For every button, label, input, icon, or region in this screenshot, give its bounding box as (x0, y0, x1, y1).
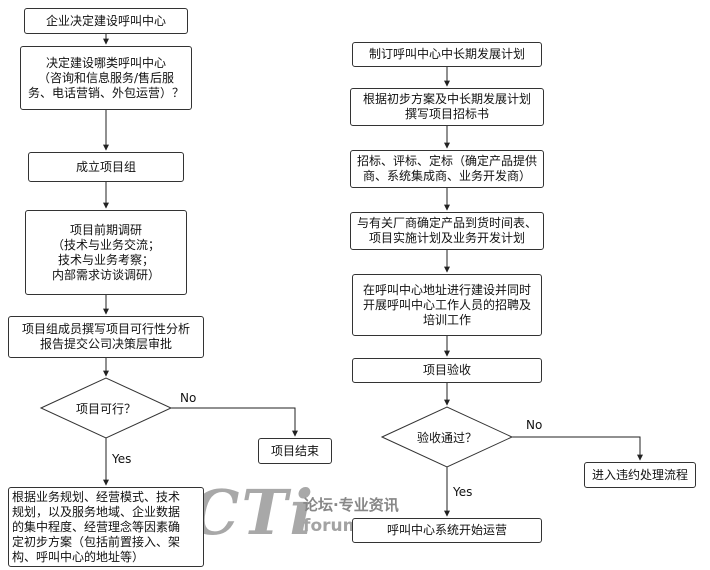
node-choose-call-center-type: 决定建设哪类呼叫中心 （咨询和信息服务/售后服 务、电话营销、外包运营）？ (20, 46, 192, 110)
node-longterm-plan: 制订呼叫中心中长期发展计划 (352, 42, 542, 67)
node-bid-document-label: 根据初步方案及中长期发展计划 撰写项目招标书 (362, 92, 531, 121)
node-feasibility-report: 项目组成员撰写项目可行性分析 报告提交公司决策层审批 (8, 316, 204, 358)
node-operation-start-label: 呼叫中心系统开始运营 (386, 523, 507, 537)
arrow-decision2-no (512, 436, 643, 461)
node-form-project-team: 成立项目组 (28, 152, 184, 182)
edge-label-no-feasible: No (180, 391, 197, 405)
node-form-project-team-label: 成立项目组 (75, 159, 136, 174)
node-preliminary-plan-label: 根据业务规划、经营模式、技术 规划，以及服务地域、企业数据 的集中程度、经营理念… (12, 489, 181, 564)
decision-acceptance-passed-shape (380, 406, 514, 468)
node-project-end-label: 项目结束 (270, 443, 319, 458)
node-enterprise-decision: 企业决定建设呼叫中心 (24, 8, 188, 34)
node-bidding-evaluation: 招标、评标、定标（确定产品提供 商、系统集成商、业务开发商） (350, 150, 544, 188)
node-vendor-schedule: 与有关厂商确定产品到货时间表、 项目实施计划及业务开发计划 (350, 212, 544, 250)
node-project-acceptance-label: 项目验收 (422, 363, 471, 377)
node-breach-process: 进入违约处理流程 (584, 462, 696, 488)
decision-project-feasible-shape (39, 377, 173, 439)
node-choose-call-center-type-label: 决定建设哪类呼叫中心 （咨询和信息服务/售后服 务、电话营销、外包运营）？ (27, 55, 184, 100)
node-bid-document: 根据初步方案及中长期发展计划 撰写项目招标书 (350, 88, 544, 126)
node-enterprise-decision-label: 企业决定建设呼叫中心 (45, 13, 166, 28)
node-bidding-evaluation-label: 招标、评标、定标（确定产品提供 商、系统集成商、业务开发商） (356, 154, 537, 183)
edge-label-yes-feasible: Yes (112, 452, 132, 466)
arrow-decision1-no (171, 407, 298, 437)
watermark-logo: CTi (190, 476, 316, 549)
watermark-tagline: 论坛·专业资讯 (303, 496, 399, 514)
node-preliminary-research: 项目前期调研 （技术与业务交流； 技术与业务考察； 内部需求访谈调研） (25, 210, 187, 295)
decision-project-feasible-label: 项目可行？ (75, 401, 136, 416)
node-vendor-schedule-label: 与有关厂商确定产品到货时间表、 项目实施计划及业务开发计划 (356, 216, 537, 245)
decision-acceptance-passed: 验收通过？ (382, 407, 512, 467)
node-breach-process-label: 进入违约处理流程 (591, 467, 688, 482)
node-preliminary-research-label: 项目前期调研 （技术与业务交流； 技术与业务考察； 内部需求访谈调研） (51, 222, 160, 282)
node-construction-recruiting: 在呼叫中心地址进行建设并同时 开展呼叫中心工作人员的招聘及 培训工作 (352, 274, 542, 336)
edge-label-yes-acceptance: Yes (453, 485, 473, 499)
node-construction-recruiting-label: 在呼叫中心地址进行建设并同时 开展呼叫中心工作人员的招聘及 培训工作 (362, 282, 531, 327)
decision-project-feasible: 项目可行？ (41, 378, 171, 438)
node-preliminary-plan: 根据业务规划、经营模式、技术 规划，以及服务地域、企业数据 的集中程度、经营理念… (8, 487, 204, 567)
node-project-end: 项目结束 (258, 438, 332, 464)
edge-label-no-acceptance: No (526, 418, 543, 432)
node-project-acceptance: 项目验收 (352, 358, 542, 383)
node-operation-start: 呼叫中心系统开始运营 (352, 518, 542, 543)
node-longterm-plan-label: 制订呼叫中心中长期发展计划 (368, 47, 525, 61)
node-feasibility-report-label: 项目组成员撰写项目可行性分析 报告提交公司决策层审批 (21, 322, 190, 351)
decision-acceptance-passed-label: 验收通过？ (416, 430, 477, 445)
